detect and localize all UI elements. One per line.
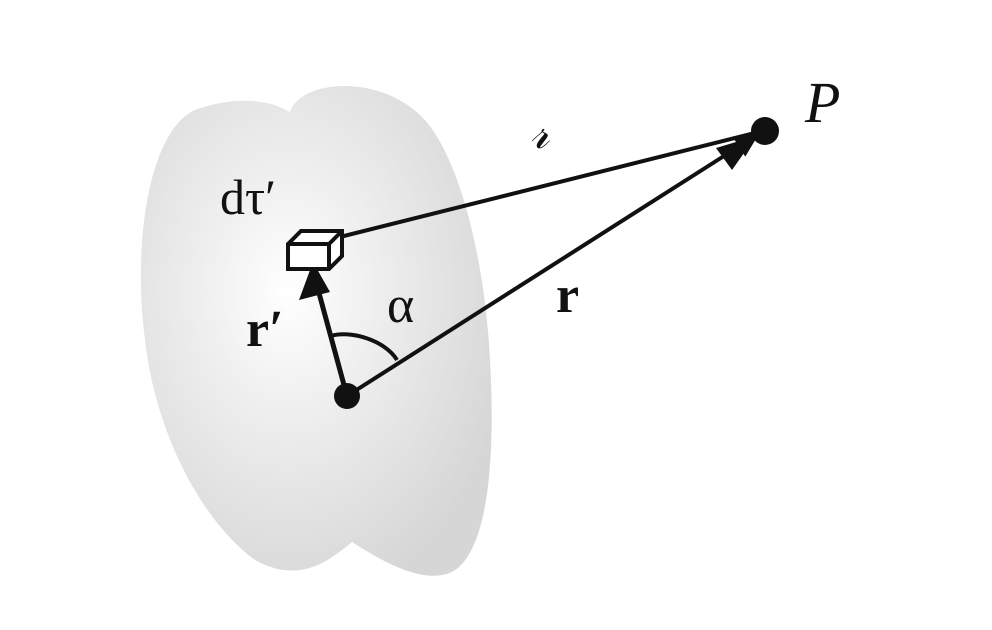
field-vector-r (345, 133, 760, 398)
angle-alpha-label: α (387, 277, 414, 334)
volume-element-label: dτ′ (220, 169, 276, 225)
separation-line (327, 129, 764, 242)
field-vector-arrowhead (716, 136, 756, 170)
source-vector-arrowhead (299, 262, 330, 300)
source-vector-label: r′ (246, 301, 284, 358)
origin-point (334, 383, 360, 409)
separation-label: 𝓇 (530, 107, 550, 158)
field-vector-label: r (556, 267, 579, 324)
angle-alpha-arc (330, 332, 399, 362)
point-p-label: P (804, 70, 840, 135)
volume-element-cube (286, 229, 344, 271)
source-vector-r-prime (313, 281, 350, 397)
charge-distribution-region (140, 86, 492, 576)
field-point-p (751, 117, 779, 145)
